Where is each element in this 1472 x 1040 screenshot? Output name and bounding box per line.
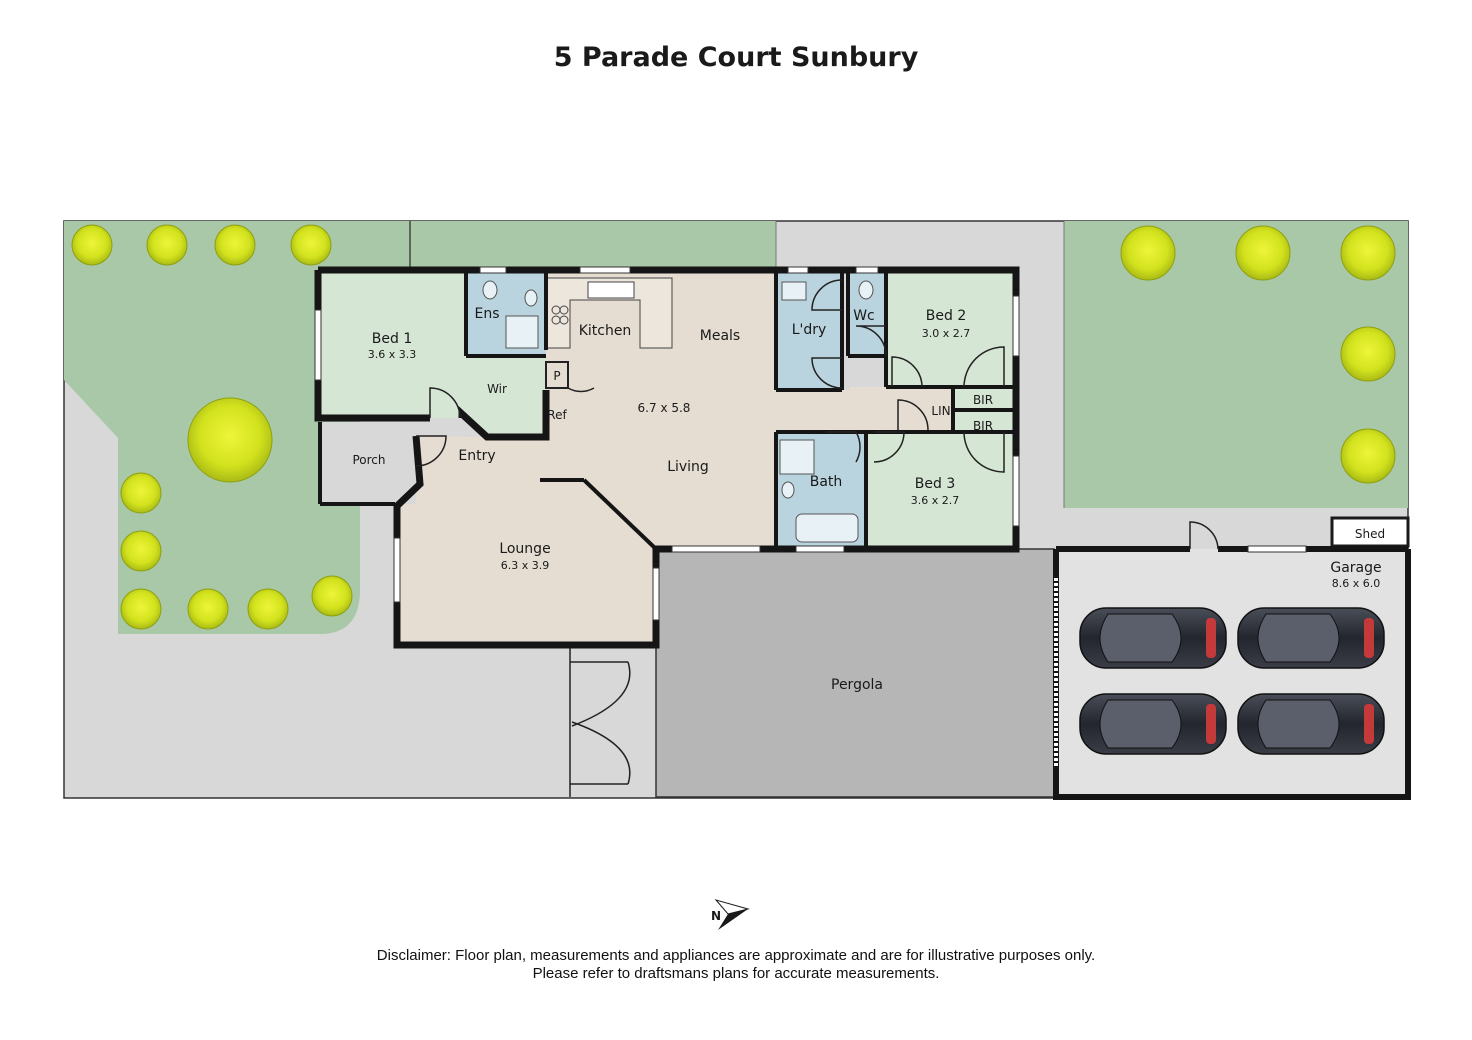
tree-icon	[71, 224, 1396, 630]
bed2-label: Bed 2	[926, 308, 966, 324]
bed2-room	[888, 270, 1016, 387]
interior-walls	[318, 270, 1016, 551]
plan-title: 5 Parade Court Sunbury	[553, 42, 919, 73]
kitchen-label: Kitchen	[579, 323, 632, 339]
bed2-dims: 3.0 x 2.7	[922, 327, 971, 340]
side-lawn	[410, 221, 776, 269]
door-swings	[415, 279, 1219, 550]
bed1-dims: 3.6 x 3.3	[368, 348, 417, 361]
bed1-room	[318, 270, 466, 418]
north-arrow-icon: N	[711, 899, 750, 930]
car-icon	[1079, 607, 1385, 755]
pergola-label: Pergola	[831, 677, 883, 693]
bath-label: Bath	[810, 474, 843, 490]
wc-label: Wc	[853, 308, 875, 324]
laundry-label: L'dry	[792, 322, 827, 338]
living-area	[410, 270, 953, 546]
gate-icon	[569, 647, 631, 797]
lounge-label: Lounge	[499, 541, 550, 557]
pantry-label: P	[553, 369, 560, 383]
bed3-label: Bed 3	[915, 476, 955, 492]
north-label: N	[711, 909, 721, 923]
disclaimer-line-2: Please refer to draftsmans plans for acc…	[532, 965, 940, 982]
bir1-label: BIR	[973, 393, 993, 407]
ens-label: Ens	[474, 306, 499, 322]
lounge-dims: 6.3 x 3.9	[501, 559, 550, 572]
porch-label: Porch	[352, 453, 385, 467]
meals-label: Meals	[700, 328, 740, 344]
kitchen-bench	[545, 277, 673, 349]
living-dims: 6.7 x 5.8	[638, 401, 691, 415]
wir-label: Wir	[487, 382, 507, 396]
porch-area	[320, 422, 416, 504]
garage-area	[1056, 549, 1408, 797]
shed-label: Shed	[1355, 527, 1385, 541]
bath-fixtures	[482, 280, 874, 543]
lin-label: LIN	[931, 404, 950, 418]
bir2-label: BIR	[973, 419, 993, 433]
ref-label: Ref	[547, 408, 567, 422]
disclaimer-line-1: Disclaimer: Floor plan, measurements and…	[376, 947, 1096, 964]
windows	[314, 266, 1307, 621]
bed3-room	[864, 432, 1016, 546]
shed-box	[1330, 516, 1410, 548]
pergola-area	[655, 548, 1055, 798]
wir-room	[462, 356, 546, 437]
bed1-label: Bed 1	[372, 331, 412, 347]
bed3-dims: 3.6 x 2.7	[911, 494, 960, 507]
garage-dims: 8.6 x 6.0	[1332, 577, 1381, 590]
entry-label: Entry	[458, 448, 495, 464]
living-label: Living	[667, 459, 709, 475]
garage-label: Garage	[1330, 560, 1381, 576]
